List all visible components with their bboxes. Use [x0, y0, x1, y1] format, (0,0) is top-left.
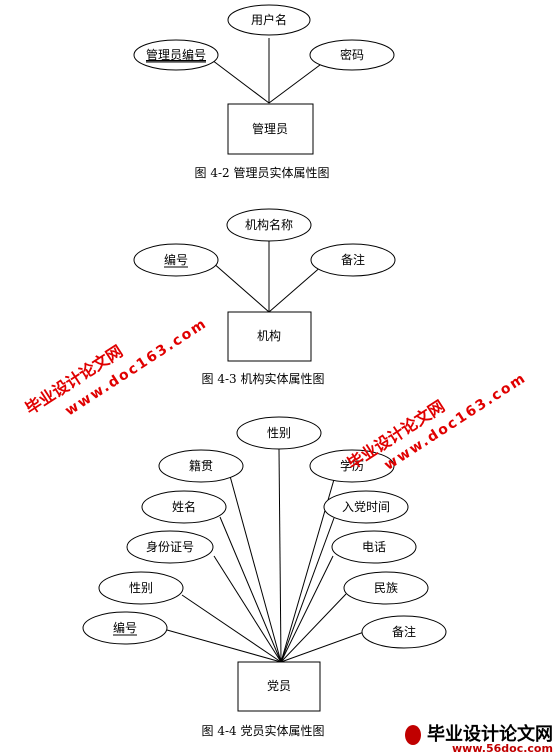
attribute-label: 密码 — [340, 47, 364, 62]
er-diagram-org: 机构 机构名称 编号 备注 图 4-3 机构实体属性图 — [133, 208, 396, 386]
attribute-label: 性别 — [267, 426, 291, 440]
entity-box-org — [227, 311, 312, 362]
connector-line — [280, 555, 334, 663]
entity-box-member — [237, 661, 321, 712]
attribute-ellipse: 性别 — [236, 416, 322, 450]
connector-line — [280, 631, 365, 663]
entity-label: 机构 — [257, 328, 281, 343]
logo-emblem-icon — [405, 725, 421, 745]
er-diagram-member: 党员 性别 籍贯 学历 姓名 入党时间 身份证号 电话 — [82, 416, 447, 738]
attribute-label: 编号 — [113, 620, 137, 635]
er-diagram-admin: 管理员 用户名 管理员编号 密码 图 4-2 管理员实体属性图 — [133, 4, 395, 180]
figure-caption: 图 4-2 管理员实体属性图 — [195, 165, 330, 180]
attribute-label: 备注 — [392, 624, 416, 639]
figure-caption: 图 4-3 机构实体属性图 — [202, 371, 325, 386]
attribute-ellipse: 身份证号 — [126, 530, 214, 564]
attribute-label: 性别 — [129, 581, 153, 595]
logo-name: 毕业设计论文网 — [427, 723, 553, 745]
connector-line — [229, 475, 282, 663]
attribute-ellipse: 用户名 — [227, 4, 311, 36]
attribute-ellipse: 姓名 — [141, 490, 227, 524]
attribute-label: 编号 — [164, 252, 188, 267]
connector-line — [181, 594, 282, 663]
attribute-label: 姓名 — [172, 499, 196, 514]
attribute-ellipse: 民族 — [343, 571, 429, 605]
logo-url: www.56doc.com — [452, 742, 553, 755]
attribute-label: 用户名 — [251, 12, 287, 27]
attribute-ellipse-key: 编号 — [82, 611, 168, 645]
attribute-ellipse: 性别 — [98, 571, 184, 605]
connector-line — [268, 264, 324, 313]
connector-line — [213, 555, 282, 663]
site-logo: 毕业设计论文网 www.56doc.com — [405, 723, 553, 755]
connector-line — [280, 593, 347, 663]
connector-line — [219, 516, 282, 663]
entity-box-admin — [227, 103, 314, 155]
attribute-ellipse: 备注 — [361, 615, 447, 649]
attribute-label: 民族 — [374, 581, 398, 595]
attribute-ellipse: 籍贯 — [158, 449, 244, 483]
connector-line — [280, 517, 335, 663]
attribute-ellipse-key: 管理员编号 — [133, 39, 219, 71]
attribute-ellipse: 机构名称 — [226, 208, 312, 242]
attribute-label: 电话 — [362, 540, 386, 554]
attribute-ellipse: 入党时间 — [323, 490, 409, 524]
connector-line — [211, 261, 270, 313]
watermark-left: 毕业设计论文网 www.doc163.com — [22, 315, 211, 419]
attribute-ellipse: 密码 — [309, 39, 395, 71]
attribute-label: 籍贯 — [189, 458, 213, 473]
attribute-ellipse-key: 编号 — [133, 243, 219, 277]
attribute-ellipse: 学历 — [309, 449, 395, 483]
figure-caption: 图 4-4 党员实体属性图 — [202, 723, 325, 738]
connector-line — [278, 448, 282, 663]
attribute-label: 身份证号 — [146, 539, 194, 554]
entity-label: 党员 — [267, 678, 291, 693]
connector-line — [207, 56, 270, 104]
attribute-label: 备注 — [341, 252, 365, 267]
connector-line — [166, 629, 282, 663]
attribute-ellipse: 电话 — [331, 530, 417, 564]
attribute-label: 入党时间 — [342, 499, 390, 514]
attribute-label: 机构名称 — [245, 217, 293, 232]
attribute-ellipse: 备注 — [310, 243, 396, 277]
entity-label: 管理员 — [252, 121, 288, 136]
attribute-label: 管理员编号 — [146, 47, 206, 62]
attribute-label: 学历 — [340, 458, 364, 473]
